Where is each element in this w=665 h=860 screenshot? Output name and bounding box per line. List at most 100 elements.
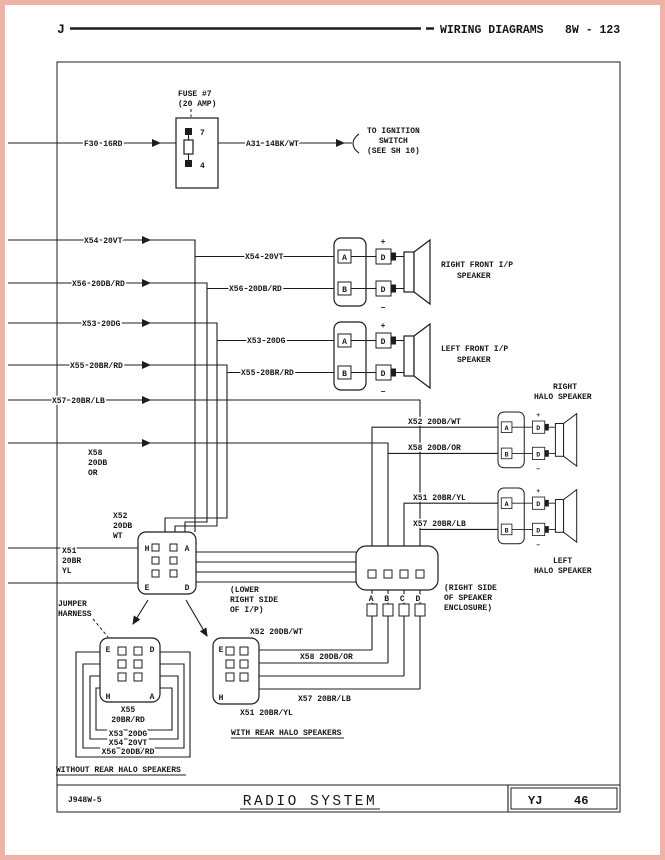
wire-label-x54-conn: X54 20VT (245, 253, 284, 262)
fuse-terminals (185, 128, 192, 167)
fuse-pin-top-label: 7 (200, 129, 205, 138)
right-front-speaker-name-2: SPEAKER (457, 272, 491, 281)
ip-pin-h: H (145, 545, 150, 554)
ip-connector: H A E D (137, 531, 197, 595)
rear-halo-pin-h: H (219, 694, 224, 703)
right-halo-speaker-name: RIGHT (553, 383, 577, 392)
right-halo-speaker-name-2: HALO SPEAKER (534, 393, 592, 402)
enclosure-note-2: OF SPEAKER (444, 594, 492, 603)
enclosure-pin-letters: A B C D (369, 595, 424, 604)
footer-model: YJ (528, 794, 542, 808)
wire-label-x57-left: X57 20BR/LB (52, 397, 105, 406)
with-halo-caption: WITH REAR HALO SPEAKERS (231, 729, 342, 738)
page-number: 8W - 123 (565, 24, 620, 37)
speaker-cone-icon (413, 238, 431, 306)
ip-pin-a: A (185, 545, 190, 554)
fuse-box (175, 117, 219, 189)
arrows-to-harness (132, 599, 208, 637)
left-front-speaker-name-2: SPEAKER (457, 356, 491, 365)
speaker-assemblies: A B D D + − RIGHT FRONT I/P SPEAKER LEFT… (333, 237, 592, 576)
jumper-loop-wires (75, 651, 191, 758)
ignition-note-3: (SEE SH 10) (367, 147, 420, 156)
speaker-pin-b: B (342, 286, 347, 295)
without-halo-caption: WITHOUT REAR HALO SPEAKERS (56, 766, 181, 775)
enclosure-pin-grid (367, 569, 425, 579)
speaker-pin-a: A (342, 254, 347, 263)
jumper-note-1: JUMPER (58, 600, 87, 609)
page-title: WIRING DIAGRAMS (440, 24, 544, 37)
jumper-pin-h: H (106, 693, 111, 702)
left-halo-speaker-name: LEFT (553, 557, 572, 566)
speaker-assembly-symbol: A B D D + − (333, 237, 431, 313)
arrow-to-rear-halo (185, 599, 208, 637)
speaker-connector-body (333, 237, 367, 307)
wire-label-f30: F30 16RD (84, 140, 123, 149)
speaker-terminal-d1: D (381, 254, 386, 263)
stack-x58-3: OR (88, 469, 98, 478)
ip-connector-feed-wires (8, 547, 356, 584)
fuse-rating: (20 AMP) (178, 100, 216, 109)
rear-label-x51: X51 20BR/YL (240, 709, 293, 718)
left-front-speaker-name: LEFT FRONT I/P (441, 345, 508, 354)
wire-label-x57-right: X57 20BR/LB (413, 520, 466, 529)
jumper-pin-d: D (150, 646, 155, 655)
enclosure-stub-wires (371, 590, 421, 604)
ip-pin-e: E (145, 584, 150, 593)
ip-pin-d: D (185, 584, 190, 593)
wire-label-x51-right: X51 20BR/YL (413, 494, 466, 503)
enclosure-note-1: (RIGHT SIDE (444, 584, 497, 593)
stack-x51-2: 20BR (62, 557, 81, 566)
speaker-minus-sign: − (381, 304, 386, 313)
rear-label-x58: X58 20DB/OR (300, 653, 353, 662)
ignition-note-2: SWITCH (379, 137, 408, 146)
ip-location-3: OF I/P) (230, 606, 264, 615)
enclosure-mating-strip (366, 603, 426, 617)
enclosure-connector: A B C D (355, 545, 439, 617)
left-halo-speaker-name-2: HALO SPEAKER (534, 567, 592, 576)
fuse-element (183, 139, 194, 155)
footer-system-title: RADIO SYSTEM (243, 794, 377, 810)
right-halo-speaker-assembly (497, 411, 578, 474)
jumper-note-2: HARNESS (58, 610, 92, 619)
wire-label-x55-conn: X55 20BR/RD (241, 369, 294, 378)
rear-label-x57: X57 20BR/LB (298, 695, 351, 704)
rear-halo-pin-e: E (219, 646, 224, 655)
jumper-pin-a: A (150, 693, 155, 702)
arrow-to-jumper (132, 599, 149, 625)
wire-label-x53-left: X53 20DG (82, 320, 121, 329)
rear-halo-pin-grid (225, 646, 249, 682)
speaker-plus-sign: + (381, 238, 386, 247)
wire-label-a31: A31 14BK/WT (246, 140, 299, 149)
wire-label-x56-conn: X56 20DB/RD (229, 285, 282, 294)
ignition-connector-arc (352, 133, 360, 154)
header: J WIRING DIAGRAMS 8W - 123 (57, 22, 620, 37)
diagram-border-box (56, 61, 621, 813)
speaker-magnet (403, 251, 415, 293)
ip-location-1: (LOWER (230, 586, 259, 595)
ip-connector-pin-grid (151, 543, 178, 578)
left-front-speaker-assembly (333, 321, 431, 398)
ip-connector-wires: X52 20DB WT X51 20BR YL (8, 510, 356, 584)
speaker-pin-wires (351, 255, 404, 290)
stack-x58-2: 20DB (88, 459, 107, 468)
jumper-label-x56: X56 20DB/RD (102, 748, 155, 757)
speaker-terminal-nubs (391, 252, 396, 293)
speaker-terminal-d2: D (381, 286, 386, 295)
wire-label-x55-left: X55 20BR/RD (70, 362, 123, 371)
wire-label-x58-right: X58 20DB/OR (408, 444, 461, 453)
jumper-label-x55b: 20BR/RD (111, 716, 145, 725)
left-halo-speaker-assembly (497, 487, 578, 550)
front-speaker-wires: X54 20VT X56 20DB/RD X53 20DG X55 20BR/R… (8, 235, 338, 532)
jumper-connector-body (99, 637, 161, 703)
fuse-pin-bottom-label: 4 (200, 162, 205, 171)
footer-sheet-box (510, 787, 618, 810)
rear-halo-wires (259, 616, 421, 690)
enclosure-note-3: ENCLOSURE) (444, 604, 492, 613)
footer-doc-code: J948W-5 (68, 796, 102, 805)
rear-label-x52: X52 20DB/WT (250, 628, 303, 637)
location-notes: (LOWER RIGHT SIDE OF I/P) JUMPER HARNESS… (58, 582, 499, 638)
